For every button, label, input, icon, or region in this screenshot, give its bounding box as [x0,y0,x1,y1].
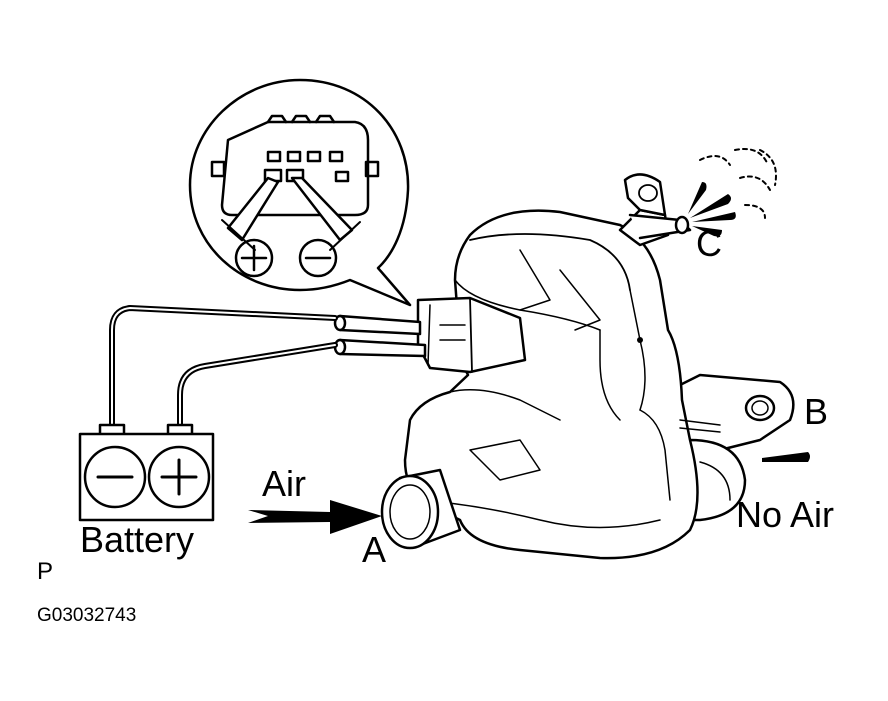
no-air-mark [762,452,810,462]
callout-positive-terminal-icon [234,238,274,278]
valve-body [380,173,795,560]
corner-p-label: P [37,558,54,585]
battery-label: Battery [80,519,195,560]
bracket-hole-b [744,394,776,422]
no-air-label: No Air [736,494,835,535]
air-label: Air [262,463,306,504]
port-a-label: A [362,529,387,570]
battery-negative-terminal-icon [83,445,147,509]
test-lead-positive [177,338,427,433]
inlet-port-a [380,468,462,550]
air-puffs-c [699,148,777,219]
port-b-label: B [804,391,829,432]
port-c-label: C [696,223,722,264]
outlet-port-c [618,173,692,247]
valve-connector [416,296,527,374]
test-lead-negative [109,305,422,433]
air-arrow [248,500,382,534]
figure-code-label: G03032743 [37,605,137,626]
connector-callout [188,78,412,307]
battery-positive-terminal-icon [147,445,211,509]
callout-negative-terminal-icon [298,238,338,278]
air-jet-c [688,182,736,237]
battery [78,423,215,522]
